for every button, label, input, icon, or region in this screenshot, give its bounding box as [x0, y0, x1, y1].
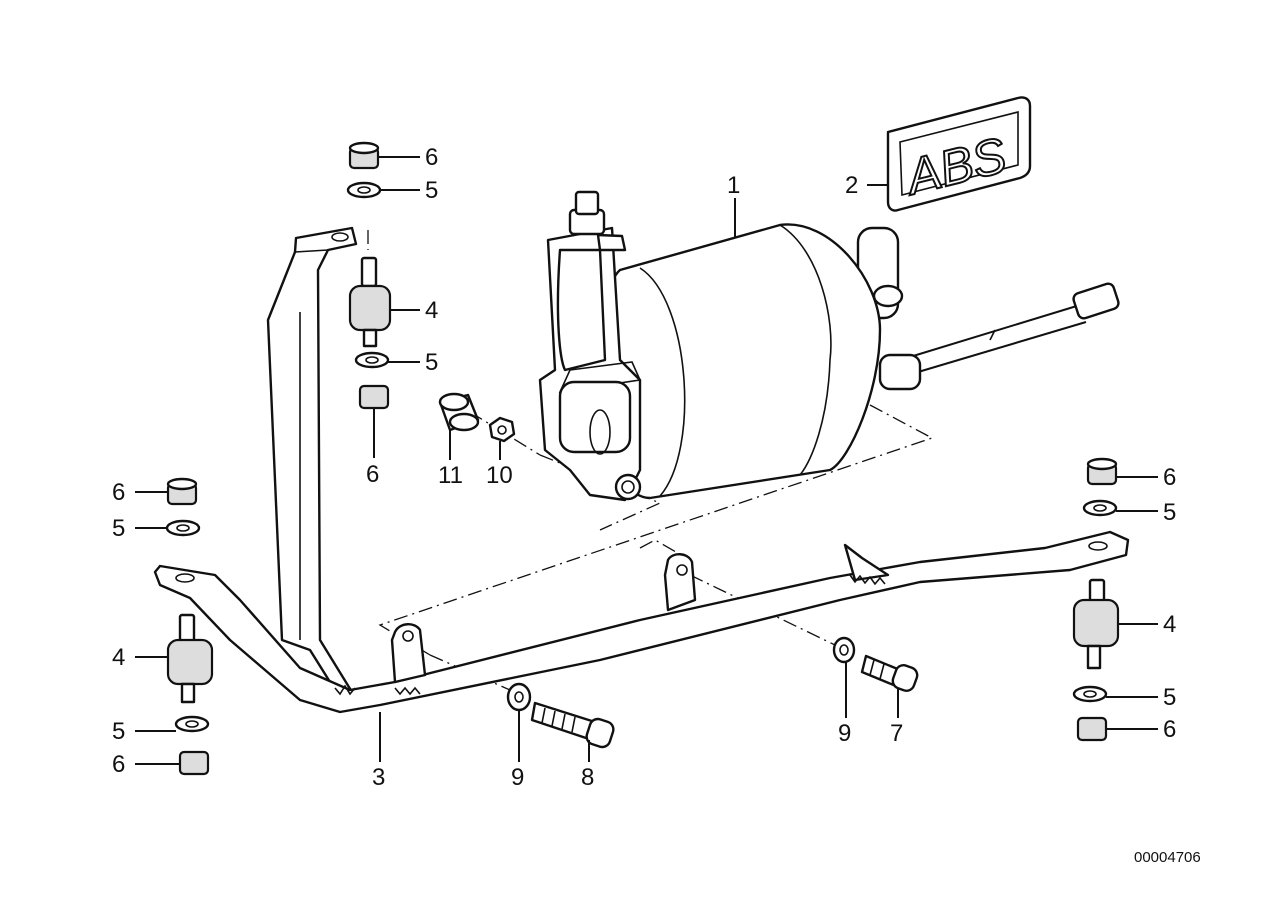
sleeve-part — [438, 392, 480, 432]
callout-3: 3 — [372, 764, 385, 791]
callout-5-upper-bottom: 5 — [425, 349, 438, 376]
callout-1: 1 — [727, 172, 740, 199]
callout-10: 10 — [486, 462, 513, 489]
hydraulic-unit — [538, 190, 1120, 502]
callout-4-upper: 4 — [425, 297, 438, 324]
callout-5-left-top: 5 — [112, 515, 125, 542]
callout-5-right-top: 5 — [1163, 499, 1176, 526]
upper-bracket — [266, 226, 358, 700]
abs-emblem: ABS — [886, 96, 1032, 212]
callout-6-right-top: 6 — [1163, 464, 1176, 491]
leader-lines — [135, 156, 1158, 765]
document-number: 00004706 — [1134, 849, 1201, 866]
upper-mount-stack — [346, 141, 392, 410]
callout-7: 7 — [890, 720, 903, 747]
callout-6-right-bottom: 6 — [1163, 716, 1176, 743]
callout-6-upper-bottom: 6 — [366, 461, 379, 488]
main-bracket — [153, 530, 1130, 714]
nut-part — [488, 416, 516, 443]
callout-6-left-top: 6 — [112, 479, 125, 506]
left-mount-stack — [165, 477, 214, 776]
callout-labels: 1 2 3 4 4 4 5 5 5 5 5 5 6 6 6 6 6 6 7 8 … — [112, 144, 1176, 791]
callout-9-front: 9 — [511, 764, 524, 791]
callout-9-rear: 9 — [838, 720, 851, 747]
callout-6-left-bottom: 6 — [112, 751, 125, 778]
callout-2: 2 — [845, 172, 858, 199]
callout-4-left: 4 — [112, 644, 125, 671]
callout-5-right-bottom: 5 — [1163, 684, 1176, 711]
callout-5-upper-top: 5 — [425, 177, 438, 204]
callout-5-left-bottom: 5 — [112, 718, 125, 745]
callout-8: 8 — [581, 764, 594, 791]
callout-6-upper-top: 6 — [425, 144, 438, 171]
callout-11: 11 — [438, 462, 463, 489]
callout-4-right: 4 — [1163, 611, 1176, 638]
bolt-washer-front — [506, 682, 615, 749]
bolt-washer-rear — [832, 636, 919, 692]
